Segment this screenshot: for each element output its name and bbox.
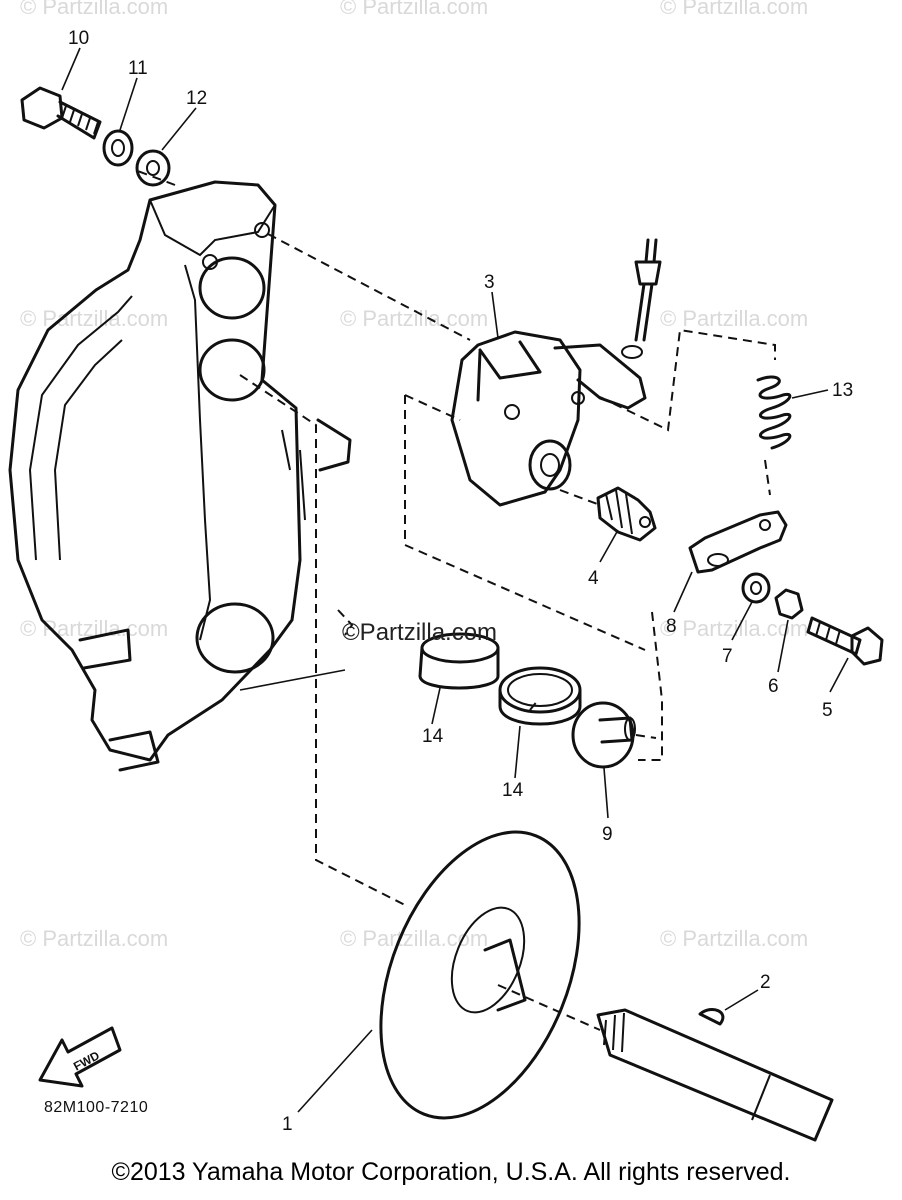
callout-6: 6 — [768, 676, 779, 697]
diagram-code: 82M100-7210 — [44, 1099, 148, 1116]
watermarks: © Partzilla.com © Partzilla.com © Partzi… — [20, 0, 808, 951]
housing-bracket — [8, 180, 352, 772]
leader-lines — [61, 47, 849, 1113]
holder-3 — [450, 330, 647, 507]
ring-14-lower — [498, 666, 582, 726]
cup-14-upper — [418, 632, 500, 690]
callout-11: 11 — [128, 58, 148, 79]
cable-end — [621, 238, 662, 359]
callouts: 10 11 12 3 13 4 8 7 6 5 14 14 9 2 1 — [68, 28, 853, 1135]
disk-1 — [379, 830, 581, 1120]
callout-14-upper: 14 — [422, 726, 444, 747]
washer-7 — [741, 572, 771, 604]
shaft — [596, 1008, 834, 1142]
spring-13 — [756, 375, 792, 450]
watermark-row2-right: © Partzilla.com — [660, 306, 808, 331]
watermark-row2-left: © Partzilla.com — [20, 306, 168, 331]
fwd-arrow: FWD — [38, 1026, 122, 1088]
alignment-lines — [134, 169, 776, 1031]
center-watermark: ©Partzilla.com — [342, 619, 497, 646]
callout-7: 7 — [722, 646, 733, 667]
watermark-row2-center: © Partzilla.com — [340, 306, 488, 331]
watermark-row4-center: © Partzilla.com — [340, 926, 488, 951]
watermark-row4-left: © Partzilla.com — [20, 926, 168, 951]
washer-12 — [135, 149, 171, 187]
callout-2: 2 — [760, 972, 771, 993]
copyright-notice: ©2013 Yamaha Motor Corporation, U.S.A. A… — [111, 1158, 791, 1186]
callout-10: 10 — [68, 28, 89, 49]
nut-6 — [774, 588, 804, 620]
lever-8 — [688, 510, 788, 574]
callout-12: 12 — [186, 88, 207, 109]
callout-3: 3 — [484, 272, 495, 293]
callout-8: 8 — [666, 616, 677, 637]
plate-9 — [571, 701, 636, 769]
callout-5: 5 — [822, 700, 833, 721]
watermark-top-right: © Partzilla.com — [660, 0, 808, 19]
callout-1: 1 — [282, 1114, 293, 1135]
watermark-row4-right: © Partzilla.com — [660, 926, 808, 951]
worm-4 — [596, 486, 657, 542]
bolt-5 — [806, 616, 884, 666]
watermark-top-left: © Partzilla.com — [20, 0, 168, 19]
callout-4: 4 — [588, 568, 599, 589]
bolt-10 — [20, 86, 102, 140]
callout-13: 13 — [832, 380, 853, 401]
key-2 — [698, 1008, 725, 1026]
watermark-top-center: © Partzilla.com — [340, 0, 488, 19]
washer-11 — [102, 129, 134, 167]
callout-14-lower: 14 — [502, 780, 524, 801]
callout-9: 9 — [602, 824, 613, 845]
